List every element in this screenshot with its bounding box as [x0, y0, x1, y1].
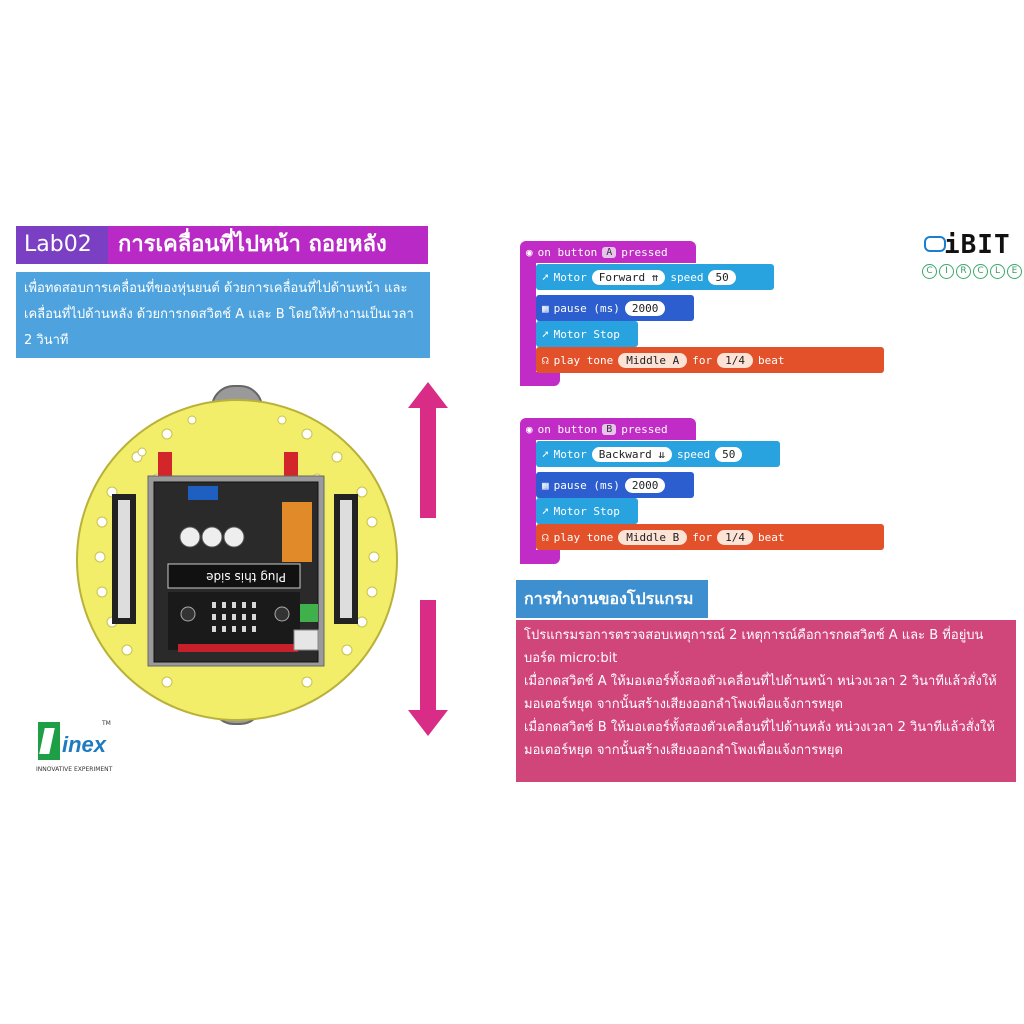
note-dropdown[interactable]: Middle B	[618, 529, 688, 545]
tone-block-b[interactable]: ☊ play tone Middle B for 1/4 beat	[536, 524, 884, 550]
hat-on-label: on button	[537, 245, 598, 259]
event-icon: ◉	[526, 245, 533, 259]
speed-input[interactable]: 50	[715, 446, 743, 462]
speed-input[interactable]: 50	[708, 269, 736, 285]
motor-block-b[interactable]: ➚ Motor Backward ⇊ speed 50	[536, 441, 780, 467]
inex-tagline: INNOVATIVE EXPERIMENT	[36, 766, 113, 773]
rocket-icon: ➚	[542, 327, 549, 341]
rocket-icon: ➚	[542, 504, 549, 518]
motor-label: Motor	[553, 447, 587, 461]
motor-label: Motor	[553, 270, 587, 284]
pause-input[interactable]: 2000	[624, 477, 666, 493]
arrow-down-icon	[408, 600, 448, 736]
pause-input[interactable]: 2000	[624, 300, 666, 316]
speed-label: speed	[670, 270, 704, 284]
grid-icon: ▦	[542, 478, 549, 492]
ibit-title: iBIT	[944, 230, 1011, 260]
event-block-a[interactable]: ◉ on button A pressed	[520, 241, 696, 263]
ibit-circle-letter: L	[990, 264, 1005, 279]
motor-block-a[interactable]: ➚ Motor Forward ⇈ speed 50	[536, 264, 774, 290]
event-block-a-foot	[520, 372, 560, 386]
beat-label: beat	[757, 530, 785, 544]
hat-on-label: on button	[537, 422, 598, 436]
motor-stop-label: Motor Stop	[553, 504, 620, 518]
event-block-b[interactable]: ◉ on button B pressed	[520, 418, 696, 440]
headphones-icon: ☊	[542, 530, 549, 544]
ibit-circle-letter: C	[973, 264, 988, 279]
beat-label: beat	[757, 353, 785, 367]
tone-label: play tone	[553, 530, 614, 544]
speed-label: speed	[676, 447, 711, 461]
motor-stop-block-b[interactable]: ➚ Motor Stop	[536, 498, 638, 524]
motor-direction-dropdown[interactable]: Forward ⇈	[591, 269, 666, 285]
ibit-circle-letter: I	[939, 264, 954, 279]
program-line: มอเตอร์หยุด จากนั้นสร้างเสียงออกลำโพงเพื…	[524, 743, 843, 758]
hat-pressed-label: pressed	[621, 422, 668, 436]
robot-illustration: Plug this side	[72, 382, 402, 742]
event-block-b-foot	[520, 550, 560, 564]
intro-line: เพื่อทดสอบการเคลื่อนที่ของหุ่นยนต์ ด้วยก…	[24, 281, 408, 296]
ibit-circle-letter: C	[922, 264, 937, 279]
hat-pressed-label: pressed	[621, 245, 668, 259]
intro-box: เพื่อทดสอบการเคลื่อนที่ของหุ่นยนต์ ด้วยก…	[16, 272, 430, 358]
lab-label: Lab02	[16, 226, 108, 264]
tone-block-a[interactable]: ☊ play tone Middle A for 1/4 beat	[536, 347, 884, 373]
tone-label: play tone	[553, 353, 614, 367]
button-dropdown[interactable]: A	[602, 246, 617, 258]
intro-line: เคลื่อนที่ไปด้านหลัง ด้วยการกดสวิตช์ A แ…	[24, 307, 414, 322]
lab-title: การเคลื่อนที่ไปหน้า ถอยหลัง	[108, 226, 428, 264]
program-description: โปรแกรมรอการตรวจสอบเหตุการณ์ 2 เหตุการณ์…	[516, 620, 1016, 782]
inex-name: inex	[62, 732, 107, 757]
for-label: for	[692, 353, 713, 367]
program-line: มอเตอร์หยุด จากนั้นสร้างเสียงออกลำโพงเพื…	[524, 697, 843, 712]
pause-label: pause (ms)	[553, 301, 620, 315]
pause-block-b[interactable]: ▦ pause (ms) 2000	[536, 472, 694, 498]
motor-stop-label: Motor Stop	[553, 327, 620, 341]
for-label: for	[692, 530, 713, 544]
program-line: โปรแกรมรอการตรวจสอบเหตุการณ์ 2 เหตุการณ์…	[524, 628, 984, 643]
rocket-icon: ➚	[542, 447, 549, 461]
motor-direction-dropdown[interactable]: Backward ⇊	[591, 446, 672, 462]
note-dropdown[interactable]: Middle A	[618, 352, 688, 368]
ibit-circle-letter: R	[956, 264, 971, 279]
pause-label: pause (ms)	[553, 478, 620, 492]
program-line: เมื่อกดสวิตช์ A ให้มอเตอร์ทั้งสองตัวเคลื…	[524, 674, 997, 689]
event-block-b-body	[520, 440, 536, 564]
beat-dropdown[interactable]: 1/4	[717, 352, 753, 368]
beat-dropdown[interactable]: 1/4	[717, 529, 753, 545]
program-line: เมื่อกดสวิตช์ B ให้มอเตอร์ทั้งสองตัวเคลื…	[524, 720, 995, 735]
inex-logo: inex TM INNOVATIVE EXPERIMENT	[36, 720, 116, 782]
ibit-circle-logo: iBIT C I R C L E	[920, 230, 1022, 286]
program-line: บอร์ด micro:bit	[524, 651, 618, 666]
motor-stop-block-a[interactable]: ➚ Motor Stop	[536, 321, 638, 347]
intro-line: 2 วินาที	[24, 333, 69, 348]
inex-tm: TM	[102, 720, 111, 727]
ibit-circle-letter: E	[1007, 264, 1022, 279]
arrow-up-icon	[408, 382, 448, 518]
board-text: Plug this side	[206, 570, 286, 584]
rocket-icon: ➚	[542, 270, 549, 284]
grid-icon: ▦	[542, 301, 549, 315]
headphones-icon: ☊	[542, 353, 549, 367]
event-block-a-body	[520, 262, 536, 386]
button-dropdown[interactable]: B	[602, 423, 617, 435]
program-title: การทำงานของโปรแกรม	[516, 580, 708, 618]
pause-block-a[interactable]: ▦ pause (ms) 2000	[536, 295, 694, 321]
event-icon: ◉	[526, 422, 533, 436]
